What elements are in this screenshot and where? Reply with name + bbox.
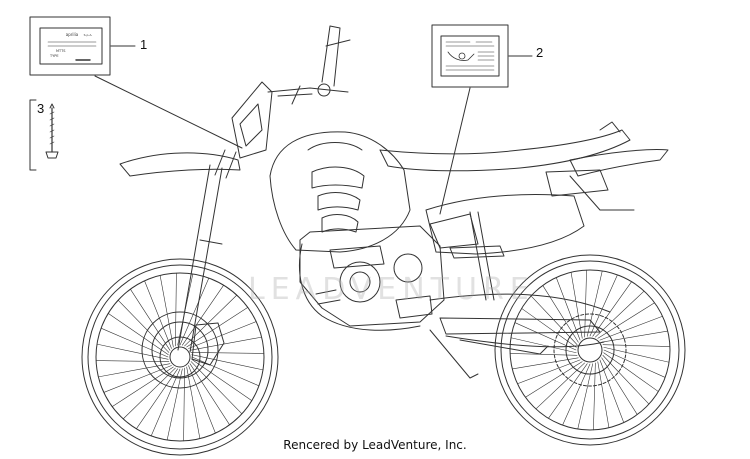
spoke — [597, 361, 610, 429]
spoke — [159, 275, 174, 348]
spoke — [122, 367, 176, 420]
spoke — [593, 362, 596, 431]
spoke — [166, 368, 183, 441]
spoke — [517, 359, 581, 385]
spoke — [95, 360, 170, 362]
spoke — [521, 308, 577, 348]
front-brake-disc — [141, 311, 225, 389]
spoke — [107, 313, 169, 355]
fuel-tank — [269, 131, 411, 253]
spoke — [601, 330, 669, 343]
spoke — [584, 269, 587, 338]
spoke — [548, 363, 588, 419]
side-panel — [425, 194, 585, 255]
leader-line-2b — [439, 87, 471, 215]
exhaust — [299, 243, 421, 331]
spoke — [511, 357, 579, 370]
spoke — [514, 322, 577, 351]
engine — [299, 225, 445, 327]
callout-2: 2 — [536, 45, 544, 60]
handlebar — [267, 25, 351, 105]
spoke — [188, 365, 216, 434]
screw-bracket — [29, 99, 37, 171]
spoke — [186, 307, 249, 348]
spoke — [597, 302, 655, 339]
spoke — [182, 284, 224, 346]
footpeg — [449, 245, 505, 259]
spoke — [190, 361, 243, 415]
decal-info-label — [431, 24, 509, 88]
rear-wheel — [494, 254, 686, 446]
spoke — [150, 368, 181, 437]
spoke — [602, 344, 671, 347]
rear-sprocket — [553, 313, 627, 387]
spoke — [98, 363, 171, 378]
spoke — [130, 288, 171, 351]
spoke — [184, 294, 238, 347]
decal-aprilia-label: aprilia S.p.A. MTTS TYPE — [29, 16, 111, 76]
spoke — [601, 357, 638, 415]
spoke — [535, 362, 585, 410]
spoke — [190, 352, 265, 354]
front-fork — [177, 149, 237, 353]
spoke — [509, 353, 578, 356]
spoke — [603, 346, 670, 363]
spoke — [191, 356, 260, 387]
spoke — [117, 299, 170, 353]
decal-type: TYPE — [49, 54, 59, 58]
spoke — [603, 352, 659, 392]
spoke — [144, 280, 172, 349]
spoke — [555, 277, 581, 341]
rear-fender — [545, 121, 669, 211]
spoke — [599, 315, 663, 341]
headlight-fairing — [231, 81, 273, 159]
leader-line-1b — [94, 75, 243, 149]
spoke — [589, 274, 618, 337]
credit-footer: Rencered by LeadVenture, Inc. — [283, 438, 467, 452]
front-fender — [119, 152, 241, 177]
spoke — [577, 363, 594, 430]
spoke — [96, 343, 169, 360]
spoke — [603, 349, 666, 378]
screw-part — [45, 103, 59, 159]
spoke — [100, 327, 169, 358]
spoke — [189, 336, 262, 351]
spoke — [188, 321, 257, 349]
watermark: LEADVENTURE — [248, 272, 535, 307]
kickstand — [429, 329, 479, 379]
spoke — [111, 366, 174, 407]
rear-shock — [469, 211, 495, 301]
spoke — [136, 368, 178, 430]
spoke — [175, 272, 177, 347]
spoke — [183, 367, 185, 442]
decal-brand: aprilia — [66, 32, 79, 37]
front-wheel — [81, 258, 279, 456]
spoke — [542, 285, 579, 343]
spoke — [191, 354, 264, 371]
spoke — [586, 270, 603, 337]
spoke — [592, 281, 632, 337]
spoke — [525, 361, 583, 398]
spoke — [186, 366, 201, 439]
spoke — [510, 337, 577, 354]
spoke — [595, 290, 645, 338]
spoke — [570, 271, 583, 339]
callout-1: 1 — [140, 37, 148, 52]
spoke — [191, 359, 253, 401]
spoke — [602, 355, 650, 405]
callout-3: 3 — [37, 101, 45, 116]
spoke — [530, 295, 578, 345]
spoke — [189, 363, 230, 426]
decal-company: S.p.A. — [84, 33, 93, 37]
seat — [379, 129, 631, 172]
spoke — [562, 363, 591, 426]
decal-mtts: MTTS — [56, 49, 66, 53]
spoke — [179, 277, 210, 346]
spoke — [599, 359, 625, 423]
